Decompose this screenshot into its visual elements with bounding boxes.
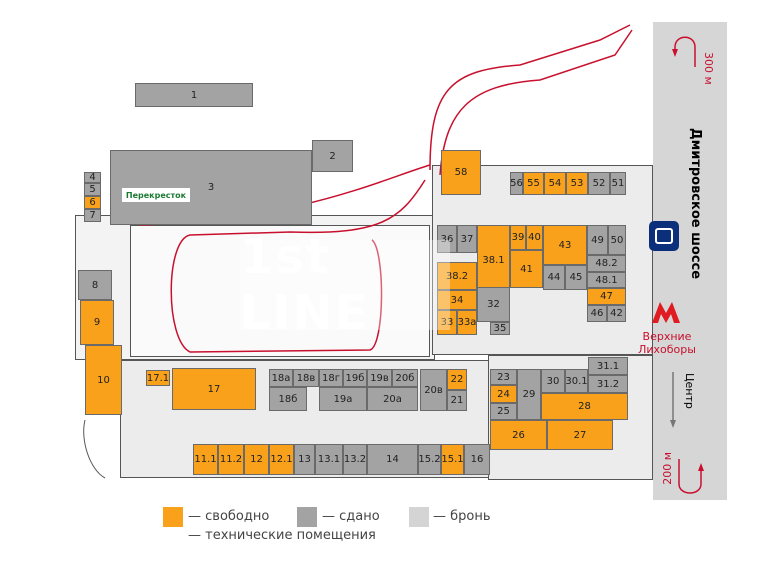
unit-48.2[interactable]: 48.2 [587, 255, 626, 272]
unit-33[interactable]: 33 [437, 310, 457, 335]
unit-22[interactable]: 22 [447, 369, 467, 390]
unit-30.1[interactable]: 30.1 [565, 369, 588, 393]
unit-25[interactable]: 25 [490, 403, 517, 420]
unit-38.2[interactable]: 38.2 [437, 262, 477, 290]
unit-11.1[interactable]: 11.1 [193, 444, 218, 475]
watermark: 1st LINE [240, 229, 450, 341]
unit-15.2[interactable]: 15.2 [418, 444, 441, 475]
unit-20в[interactable]: 20в [420, 369, 447, 411]
unit-39[interactable]: 39 [510, 225, 526, 250]
unit-4[interactable]: 4 [84, 172, 101, 183]
unit-30[interactable]: 30 [541, 369, 565, 393]
unit-50[interactable]: 50 [608, 225, 626, 255]
unit-17.1[interactable]: 17.1 [146, 370, 170, 386]
unit-10[interactable]: 10 [85, 345, 122, 415]
unit-54[interactable]: 54 [544, 172, 566, 195]
unit-13.1[interactable]: 13.1 [315, 444, 343, 475]
unit-48.1[interactable]: 48.1 [587, 272, 626, 288]
legend-swatch-free [163, 507, 183, 527]
unit-20а[interactable]: 20а [367, 387, 418, 411]
unit-12[interactable]: 12 [244, 444, 269, 475]
unit-29[interactable]: 29 [517, 369, 541, 420]
unit-19б[interactable]: 19б [343, 369, 367, 387]
unit-37[interactable]: 37 [457, 225, 477, 253]
unit-40[interactable]: 40 [526, 225, 543, 250]
unit-21[interactable]: 21 [447, 390, 467, 411]
legend-swatch-rented [297, 507, 317, 527]
unit-12.1[interactable]: 12.1 [269, 444, 294, 475]
unit-55[interactable]: 55 [523, 172, 544, 195]
unit-52[interactable]: 52 [588, 172, 610, 195]
unit-20б[interactable]: 20б [392, 369, 418, 387]
unit-32[interactable]: 32 [477, 287, 510, 322]
unit-8[interactable]: 8 [78, 270, 112, 300]
unit-5[interactable]: 5 [84, 183, 101, 196]
legend-rented: — сдано [322, 509, 380, 524]
bus-stop-icon [649, 221, 679, 251]
unit-34[interactable]: 34 [437, 290, 477, 310]
unit-36[interactable]: 36 [437, 225, 457, 253]
unit-18г[interactable]: 18г [319, 369, 343, 387]
legend-swatch-reserved [409, 507, 429, 527]
unit-16[interactable]: 16 [464, 444, 490, 475]
legend-technical: — технические помещения [188, 528, 376, 543]
unit-33а[interactable]: 33а [457, 310, 477, 335]
unit-24[interactable]: 24 [490, 385, 517, 403]
metro-station-name: Верхние Лихоборы [638, 330, 696, 356]
unit-19а[interactable]: 19а [319, 387, 367, 411]
unit-6[interactable]: 6 [84, 196, 101, 209]
unit-19в[interactable]: 19в [367, 369, 392, 387]
road-dmitrovskoe-shosse [653, 22, 727, 500]
unit-23[interactable]: 23 [490, 369, 517, 385]
unit-46[interactable]: 46 [587, 305, 607, 322]
uturn-arrows [670, 36, 704, 494]
unit-49[interactable]: 49 [587, 225, 608, 255]
unit-43[interactable]: 43 [543, 225, 587, 265]
store-logo: Перекресток [122, 188, 190, 202]
road-name: Дмитровское шоссе [688, 128, 703, 280]
unit-18в[interactable]: 18в [293, 369, 319, 387]
unit-9[interactable]: 9 [80, 300, 114, 345]
unit-13.2[interactable]: 13.2 [343, 444, 367, 475]
unit-17[interactable]: 17 [172, 368, 256, 410]
direction-center: Центр [683, 373, 696, 409]
unit-45[interactable]: 45 [565, 265, 587, 290]
unit-28[interactable]: 28 [541, 393, 628, 420]
unit-56[interactable]: 56 [510, 172, 523, 195]
unit-11.2[interactable]: 11.2 [218, 444, 244, 475]
unit-38.1[interactable]: 38.1 [477, 225, 510, 295]
unit-53[interactable]: 53 [566, 172, 588, 195]
unit-51[interactable]: 51 [610, 172, 626, 195]
unit-47[interactable]: 47 [587, 288, 626, 305]
legend-reserved: — бронь [433, 509, 491, 524]
unit-2[interactable]: 2 [312, 140, 353, 172]
unit-27[interactable]: 27 [547, 420, 613, 450]
uturn-top-distance: 300 м [702, 52, 715, 85]
unit-13[interactable]: 13 [294, 444, 315, 475]
legend-free: — свободно [188, 509, 270, 524]
unit-58[interactable]: 58 [441, 150, 481, 195]
unit-26[interactable]: 26 [490, 420, 547, 450]
unit-44[interactable]: 44 [543, 265, 565, 290]
unit-15.1[interactable]: 15.1 [441, 444, 464, 475]
unit-31.2[interactable]: 31.2 [588, 375, 628, 393]
unit-18а[interactable]: 18а [269, 369, 293, 387]
unit-7[interactable]: 7 [84, 209, 101, 222]
unit-3[interactable]: 3 [110, 150, 312, 225]
parking-area [130, 225, 430, 357]
unit-41[interactable]: 41 [510, 250, 543, 288]
unit-18б[interactable]: 18б [269, 387, 307, 411]
metro-icon [652, 302, 680, 323]
unit-31.1[interactable]: 31.1 [588, 357, 628, 375]
unit-14[interactable]: 14 [367, 444, 418, 475]
unit-42[interactable]: 42 [607, 305, 626, 322]
unit-1[interactable]: 1 [135, 83, 253, 107]
unit-35[interactable]: 35 [490, 322, 510, 335]
